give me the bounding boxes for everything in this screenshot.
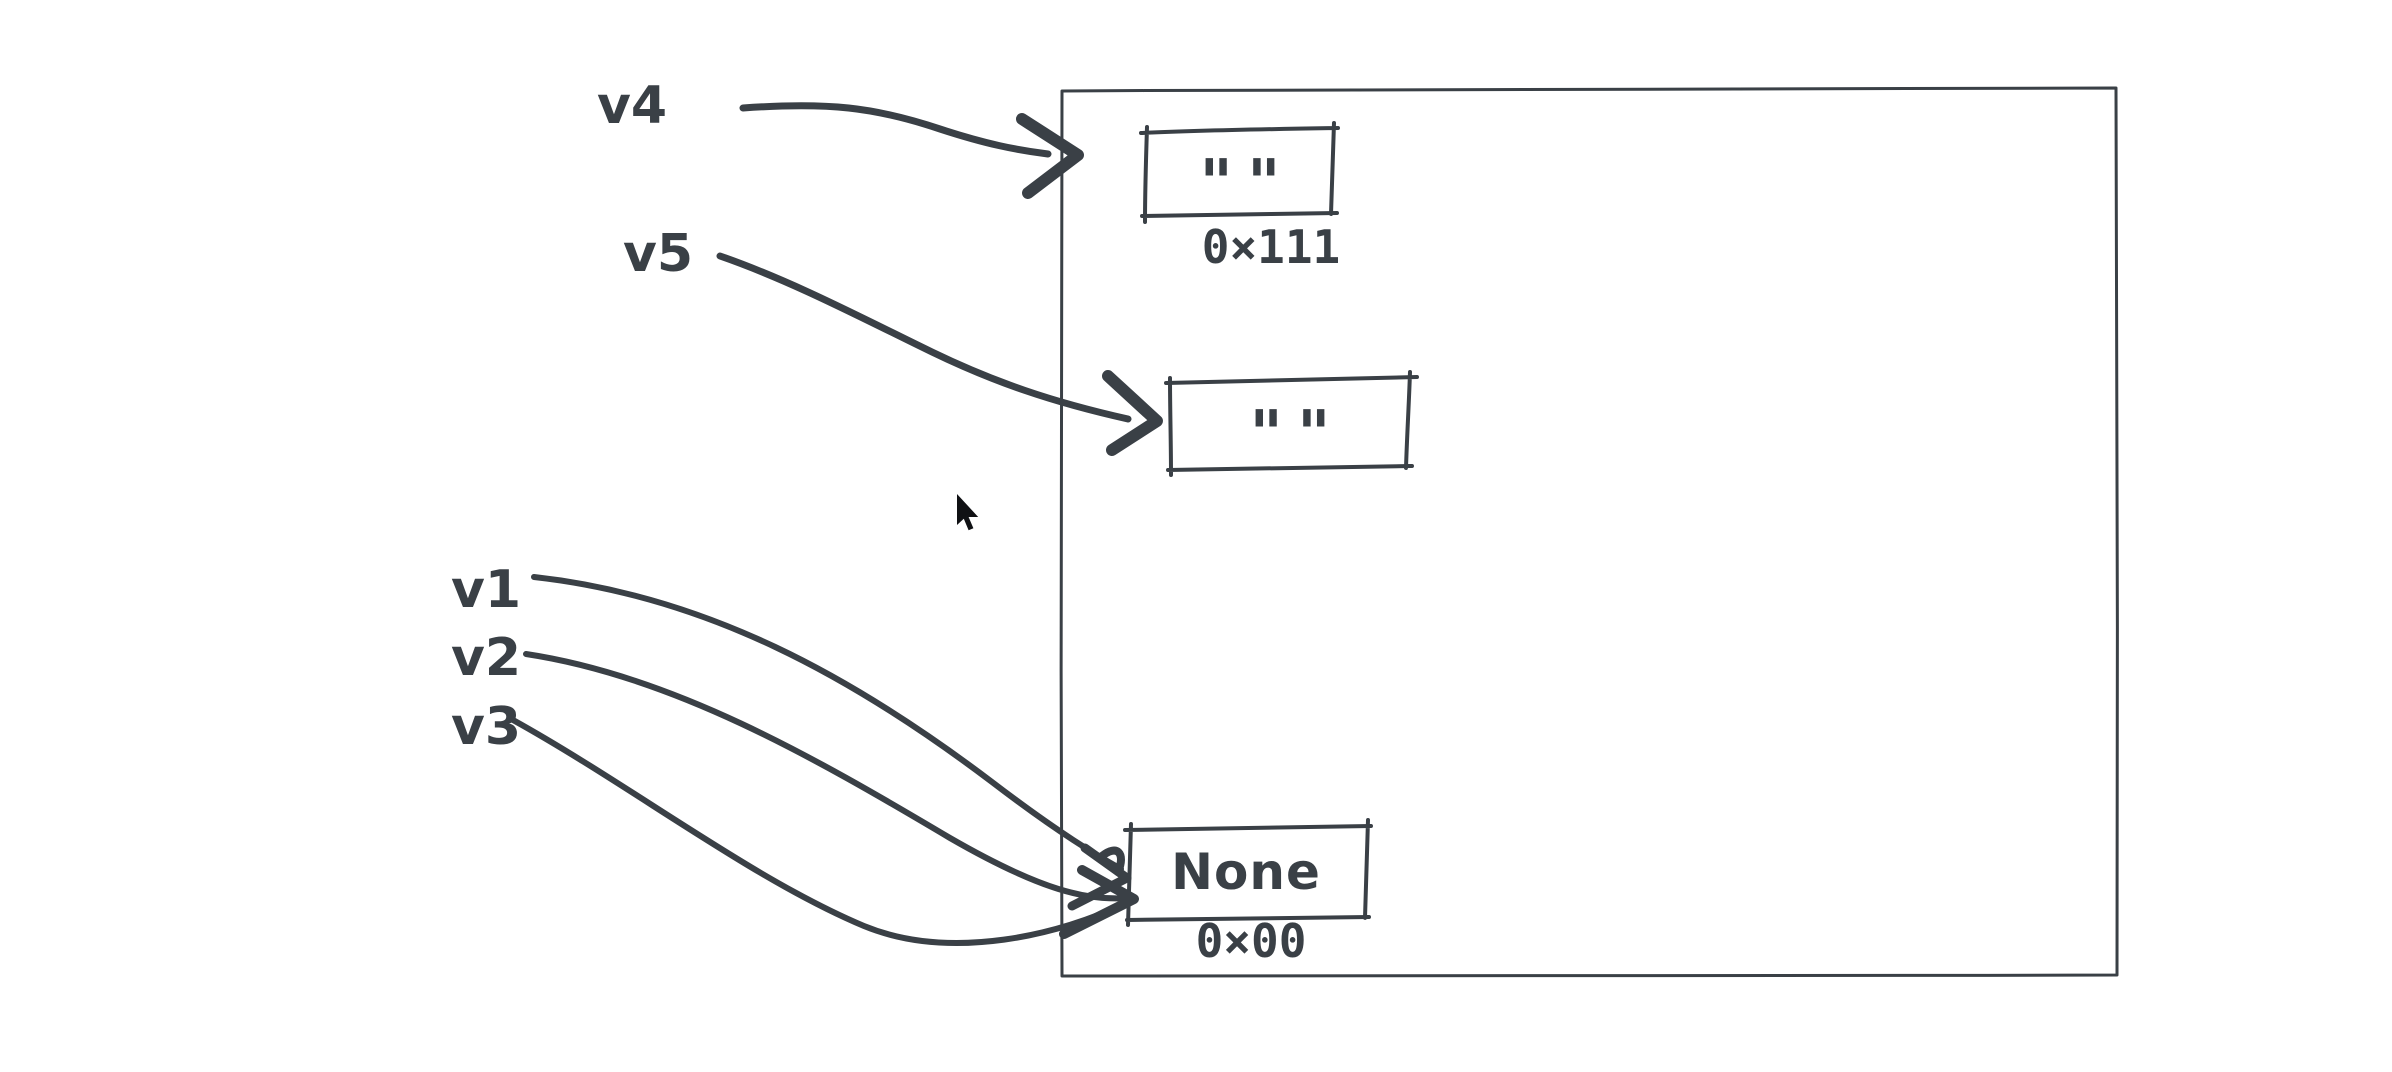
- top-box-value: " ": [1199, 147, 1281, 221]
- middle-box-value: " ": [1249, 398, 1331, 472]
- string-box-top: [1139, 121, 1340, 224]
- var-label-v2: v2: [450, 628, 522, 688]
- heap-rectangle: [1059, 86, 2119, 978]
- top-box-address: 0×111: [1201, 220, 1341, 274]
- string-box-middle: [1164, 370, 1419, 477]
- mouse-cursor-icon: [955, 492, 980, 532]
- arrow-v4: [739, 102, 1084, 199]
- var-label-v4: v4: [596, 76, 668, 136]
- arrow-v5: [716, 252, 1163, 456]
- arrow-v2: [523, 651, 1139, 939]
- arrow-v3: [510, 717, 1129, 946]
- var-label-v5: v5: [622, 224, 694, 284]
- arrow-v1: [531, 574, 1132, 911]
- none-box: [1123, 818, 1373, 927]
- var-label-v1: v1: [450, 560, 522, 620]
- none-box-value: None: [1171, 843, 1321, 901]
- var-label-v3: v3: [450, 697, 522, 757]
- none-box-address: 0×00: [1195, 914, 1307, 968]
